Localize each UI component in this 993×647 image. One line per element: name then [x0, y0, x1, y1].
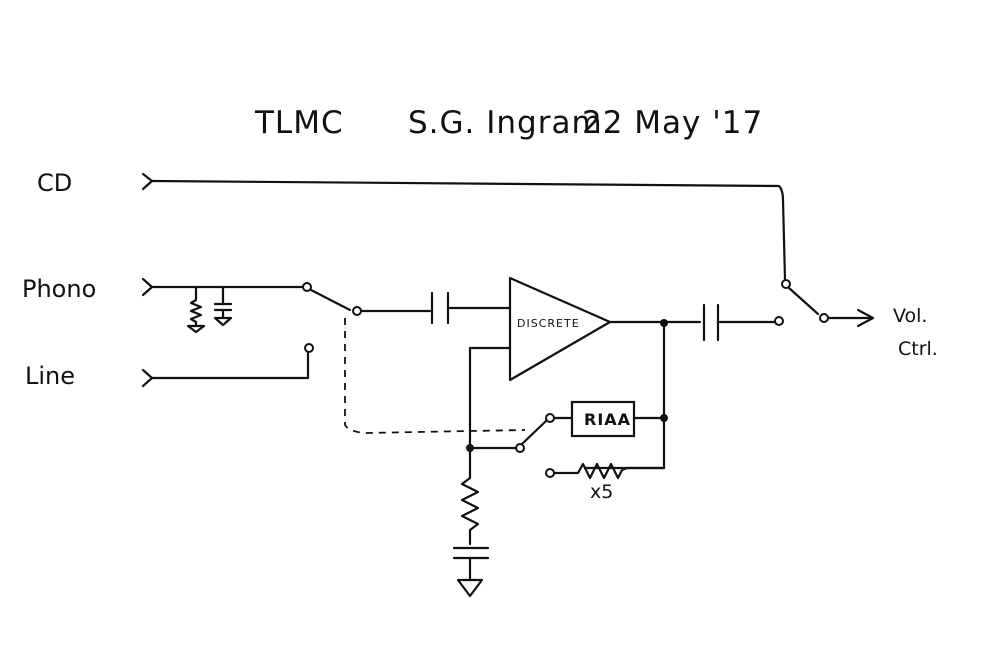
selector-blade [787, 286, 820, 316]
feedback-common [515, 443, 525, 453]
output-selector-switch [774, 279, 829, 326]
selector-common [819, 313, 829, 323]
ground-leg [452, 450, 490, 598]
drawing-date: 22 May '17 [582, 105, 763, 141]
output-arrow-icon [856, 308, 875, 328]
ground-resistor [460, 450, 480, 546]
gain-resistor: x5 [551, 462, 666, 503]
feedback-contact-flat [545, 468, 555, 478]
phono-load-capacitor [213, 285, 233, 327]
input-selector-switch [302, 282, 362, 353]
riaa-network: RIAA [570, 400, 636, 438]
phono-input-arrow-icon [141, 277, 154, 297]
cd-wire [150, 179, 787, 282]
feedback-contact-riaa [545, 413, 555, 423]
switch-common [352, 306, 362, 316]
title-block: TLMC S.G. Ingram 22 May '17 [254, 105, 763, 141]
feedback-selector-switch [515, 413, 555, 478]
cd-input-arrow-icon [141, 172, 154, 191]
input-coupling-capacitor [430, 291, 450, 325]
feedback-bus-wire [583, 321, 666, 470]
selector-contact-cd [781, 279, 791, 289]
line-wire [150, 350, 310, 380]
phono-load-resistor [186, 285, 206, 334]
amplifier: DISCRETE [508, 276, 612, 382]
input-label-cd: CD [37, 169, 72, 197]
feedback-blade [520, 419, 548, 446]
riaa-label: RIAA [584, 410, 631, 429]
inverting-input-wire [468, 346, 512, 450]
switch-contact-phono [302, 282, 312, 292]
ground-icon [186, 324, 206, 334]
output-label-ctrl: Ctrl. [898, 338, 938, 360]
amplifier-triangle [508, 276, 612, 382]
author-name: S.G. Ingram [408, 105, 603, 141]
switch-blade [309, 288, 352, 312]
ground-icon [213, 316, 233, 327]
switch-contact-line [304, 343, 314, 353]
ground-icon [456, 578, 484, 598]
project-name: TLMC [254, 105, 344, 141]
input-label-phono: Phono [22, 275, 96, 303]
amplifier-label: DISCRETE [517, 317, 580, 330]
selector-contact-preamp [774, 316, 784, 326]
switch-mechanical-link [344, 318, 526, 434]
output-coupling-capacitor [702, 303, 720, 342]
feedback-junction [466, 444, 474, 452]
input-label-line: Line [25, 362, 75, 390]
output-label-vol: Vol. [893, 305, 927, 327]
line-input-arrow-icon [141, 368, 154, 388]
gain-label: x5 [590, 481, 613, 503]
